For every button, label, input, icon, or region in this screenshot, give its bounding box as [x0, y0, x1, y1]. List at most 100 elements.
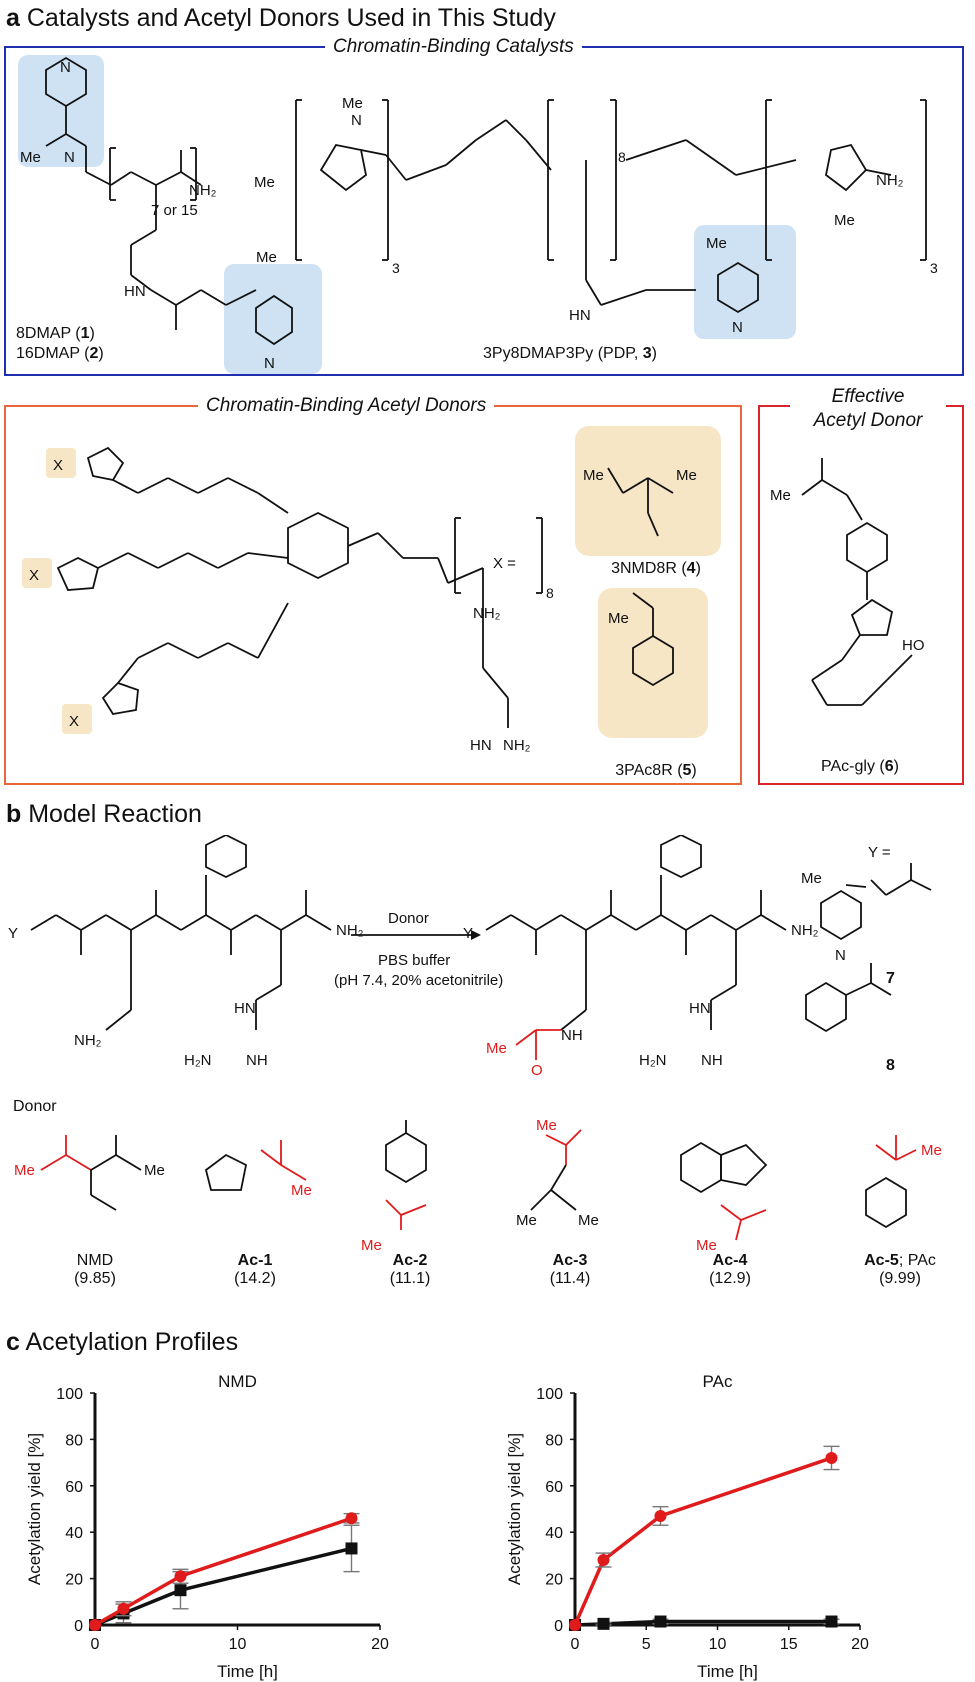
series-line-black: [94, 1546, 352, 1627]
atom-Me: Me: [676, 467, 697, 484]
pdp-structure: [295, 99, 927, 314]
section-c-heading: c Acetylation Profiles: [6, 1328, 238, 1357]
section-a-heading: a Catalysts and Acetyl Donors Used in Th…: [6, 4, 556, 33]
atom-N: N: [835, 947, 846, 964]
y-tick-label: 100: [56, 1386, 83, 1403]
x-tick-label: 15: [780, 1636, 798, 1653]
x-tick-label: 10: [709, 1636, 727, 1653]
tripodal-donor-structure: [56, 446, 674, 728]
atom-N: N: [351, 112, 362, 129]
donor-label-5: Ac-5; PAc (9.99): [864, 1252, 936, 1287]
series-line-red: [573, 1456, 833, 1626]
catalyst-2-label: 16DMAP (2): [16, 345, 104, 362]
atom-Me-red: Me: [536, 1120, 557, 1134]
data-point-circle: [345, 1512, 358, 1525]
atom-HN: HN: [234, 1000, 256, 1017]
atom-NH2: NH₂: [791, 922, 819, 939]
y-tick-label: 20: [545, 1572, 563, 1589]
catalysts-box-title: Chromatin-Binding Catalysts: [325, 36, 582, 58]
y-tick-label: 60: [65, 1479, 83, 1496]
series-line-red: [94, 1516, 353, 1627]
atom-NH2: NH₂: [503, 737, 531, 754]
atom-NH: NH: [246, 1052, 268, 1069]
atom-N: N: [264, 355, 275, 372]
acetyl-group-red: [515, 1029, 561, 1060]
y-compound-7: 7: [886, 970, 895, 987]
y-tick-label: 80: [545, 1432, 563, 1449]
catalyst-1-label: 8DMAP (1): [16, 325, 95, 342]
effective-donor-title: Effective Acetyl Donor: [790, 385, 946, 433]
x-axis-label: Time [h]: [697, 1662, 758, 1681]
arrow-donor-label: Donor: [388, 910, 429, 927]
atom-NH2: NH₂: [473, 605, 501, 622]
section-c-title: Acetylation Profiles: [25, 1328, 239, 1356]
atom-HN: HN: [470, 737, 492, 754]
atom-NH2: NH₂: [336, 922, 364, 939]
x-tick-label: 10: [229, 1636, 247, 1653]
chart-title: NMD: [218, 1372, 257, 1391]
atom-Me: Me: [770, 487, 791, 504]
data-point-square: [345, 1542, 358, 1555]
atom-NH: NH: [701, 1052, 723, 1069]
dmap-highlight-1: [18, 55, 104, 167]
section-b-title: Model Reaction: [28, 800, 202, 828]
atom-Me: Me: [583, 467, 604, 484]
section-a-title: Catalysts and Acetyl Donors Used in This…: [26, 4, 556, 32]
atom-NH2: NH₂: [189, 182, 217, 199]
section-c-letter: c: [6, 1328, 20, 1356]
x-highlight: [22, 558, 52, 588]
data-point-square: [174, 1584, 187, 1597]
catalyst-3-label: 3Py8DMAP3Py (PDP, 3): [483, 345, 657, 362]
data-point-circle: [117, 1602, 130, 1615]
atom-Y: Y: [8, 925, 18, 942]
x-equals-label: X =: [493, 555, 516, 572]
data-point-circle: [825, 1451, 838, 1464]
chart-title: PAc: [703, 1372, 733, 1391]
donor-label-4: Ac-4 (12.9): [709, 1252, 751, 1287]
atom-NH: NH: [561, 1027, 583, 1044]
atom-Me-red: Me: [486, 1040, 507, 1057]
data-point-circle: [597, 1554, 610, 1567]
atom-Me: Me: [342, 95, 363, 112]
donor-label-3: Ac-3 (11.4): [549, 1252, 591, 1287]
atom-Me-red: Me: [291, 1182, 312, 1199]
atom-N: N: [60, 59, 71, 76]
atom-X: X: [53, 457, 63, 474]
x-tick-label: 20: [371, 1636, 389, 1653]
x-highlight: [62, 704, 92, 734]
x-tick-label: 5: [642, 1636, 651, 1653]
donor-heading: Donor: [13, 1098, 57, 1115]
atom-Me: Me: [578, 1212, 599, 1229]
reaction-arrow-head: [471, 930, 481, 940]
atom-H2N: H₂N: [639, 1052, 667, 1069]
catalyst-structures: N Me N NH₂ 7 or 15 HN Me N Me N Me 3 8 H…: [18, 55, 938, 374]
y-tick-label: 100: [536, 1386, 563, 1403]
atom-HN: HN: [689, 1000, 711, 1017]
atom-Me: Me: [20, 149, 41, 166]
x-tick-label: 20: [851, 1636, 869, 1653]
atom-Me: Me: [254, 174, 275, 191]
x-tick-label: 0: [91, 1636, 100, 1653]
atom-O-red: O: [531, 1062, 543, 1079]
y-tick-label: 40: [65, 1525, 83, 1542]
data-point-square: [597, 1617, 610, 1630]
series-line-black: [574, 1619, 832, 1627]
atom-Me: Me: [608, 610, 629, 627]
atom-Me: Me: [834, 212, 855, 229]
data-point-square: [654, 1615, 667, 1628]
dmap-highlight-3: [694, 225, 796, 339]
arrow-condition-1: PBS buffer: [378, 952, 450, 969]
donor-list-structures: Me Me Me Me Me Me Me Me Me: [14, 1120, 942, 1250]
product-peptide: [485, 835, 787, 1031]
y-tick-label: 80: [65, 1432, 83, 1449]
data-point-circle: [89, 1619, 101, 1631]
y-compound-8: 8: [886, 1057, 895, 1074]
model-reaction-scheme: Y NH₂ HN H₂N NH NH₂ Donor PBS buffer (pH…: [8, 835, 932, 1079]
donor-4-label: 3NMD8R (4): [611, 560, 701, 577]
data-point-circle: [174, 1570, 187, 1583]
dmap-oligomer-structure: [45, 56, 293, 346]
x-tick-label: 0: [571, 1636, 580, 1653]
y-tick-label: 0: [74, 1618, 83, 1635]
atom-Me-red: Me: [14, 1162, 35, 1179]
y-tick-label: 0: [554, 1618, 563, 1635]
